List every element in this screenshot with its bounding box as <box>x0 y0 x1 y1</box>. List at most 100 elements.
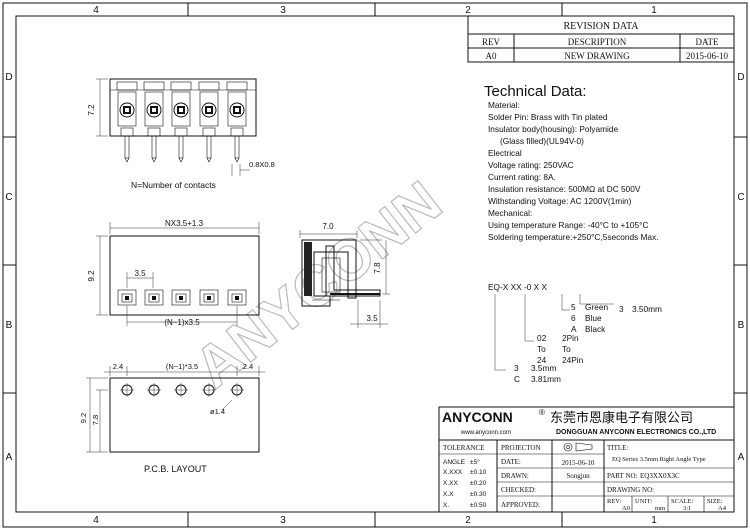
projection-symbol-icon <box>563 442 593 452</box>
scale-label: SCALE: <box>671 498 694 505</box>
rev-value: A0 <box>622 505 630 512</box>
pcb-height-2: 7.8 <box>91 415 100 425</box>
front-contact-cell <box>198 81 220 137</box>
grid-row-left-A: A <box>6 452 13 463</box>
grid-row-right-B: B <box>738 320 745 331</box>
revision-title: REVISION DATA <box>563 21 639 32</box>
top-view: NX3.5+1.3 9.2 3.5 (N−1)x3.5 <box>87 219 260 327</box>
side-pitch-dim: 3.5 <box>366 314 378 323</box>
tech-line-voltage: Voltage rating: 250VAC <box>488 160 574 170</box>
grid-col-bottom-1: 1 <box>651 515 657 526</box>
grid-col-bottom-4: 4 <box>93 515 99 526</box>
front-contact-cell <box>143 81 165 137</box>
approved-label: APPROVED: <box>501 501 540 509</box>
unit-value: mm <box>655 505 665 512</box>
revision-header-description: DESCRIPTION <box>568 37 627 47</box>
front-height-dim: 7.2 <box>87 104 96 116</box>
pin-label-24pin: 24Pin <box>562 355 584 365</box>
grid-col-top-2: 2 <box>465 5 471 16</box>
tol-xxx-val: ±0.20 <box>470 480 487 487</box>
part-code-tree: EQ-X XX -0 X X 5 Green 6 Blue A Black 3 … <box>488 282 662 384</box>
date-label: DATE: <box>501 458 521 466</box>
tol-xxx-key: X.XX <box>443 480 458 487</box>
drawn-label: DRAWN: <box>501 472 529 480</box>
front-contact-cell <box>116 81 138 137</box>
pcb-left-dim: 2.4 <box>113 362 123 371</box>
technical-data: Technical Data: Material: Solder Pin: Br… <box>484 83 659 242</box>
tech-line-insulation: Insulation resistance: 500MΩ at DC 500V <box>488 184 641 194</box>
title-block: ANYCONN ® 东莞市恩康电子有限公司 www.anyconn.com DO… <box>438 406 735 513</box>
revision-description-value: NEW DRAWING <box>564 51 630 61</box>
tol-angle-val: ±5° <box>470 458 480 466</box>
revision-header-rev: REV <box>482 37 501 47</box>
series-label-3-5: 3.5mm <box>531 363 556 373</box>
projection-label: PROJECTON <box>501 444 541 452</box>
pcb-layout: 2.4 (N−1)*3.5 2.4 ø1.4 9.2 7.8 P.C.B. LA… <box>79 362 265 474</box>
grid-labels: 4 3 2 1 4 3 2 1 D C B A D C B A <box>5 5 744 526</box>
pin-label-2pin: 2Pin <box>562 333 579 343</box>
tol-xx-key: X.X <box>443 491 454 498</box>
tech-line-withstanding: Withstanding Voltage: AC 1200V(1min) <box>488 196 632 206</box>
pcb-hole <box>147 383 161 397</box>
front-contact-cell <box>170 81 192 137</box>
solder-pin <box>206 135 212 163</box>
grid-col-top-1: 1 <box>651 5 657 16</box>
grid-row-left-C: C <box>5 192 12 203</box>
grid-row-right-D: D <box>737 72 744 83</box>
tol-x-val: ±0.50 <box>470 502 487 509</box>
size-label: SIZE: <box>707 498 723 505</box>
pin-code-to: To <box>537 344 546 354</box>
pcb-hole-dim: ø1.4 <box>210 407 225 416</box>
title-value: EQ Series 3.5mm Right Angle Type <box>612 456 706 463</box>
pin-label-to: To <box>562 344 571 354</box>
tech-line-material: Material: <box>488 100 520 110</box>
company-english-name: DONGGUAN ANYCONN ELECTRONICS CO.,LTD <box>556 429 716 436</box>
color-code-green: 5 <box>571 302 576 312</box>
scale-value: 3:1 <box>683 505 691 512</box>
color-label-black: Black <box>585 324 606 334</box>
tolerance-label: TOLERANCE <box>443 444 484 452</box>
color-code-blue: 6 <box>571 313 576 323</box>
front-contact-cell <box>226 81 248 137</box>
tol-xx-val: ±0.30 <box>470 491 487 498</box>
tech-line-insulator: Insulator body(housing): Polyamide <box>488 124 618 134</box>
part-no-value: EQ3XX0X3C <box>640 472 680 480</box>
revision-table: REVISION DATA REV DESCRIPTION DATE A0 NE… <box>467 15 735 63</box>
grid-ticks <box>3 3 747 527</box>
solder-pin <box>178 135 184 163</box>
drawing-no-label: DRAWING NO: <box>607 486 654 494</box>
date-value: 2015-06-10 <box>562 459 595 467</box>
top-height-dim: 9.2 <box>87 270 96 282</box>
front-view: 7.2 0.8X0.8 N=Number of contacts <box>87 78 275 190</box>
tech-line-glass-filled: (Glass filled)(UL94V-0) <box>500 136 584 146</box>
size-value: A4 <box>718 505 727 512</box>
grid-col-top-3: 3 <box>280 5 286 16</box>
tech-line-current: Current rating: 8A. <box>488 172 556 182</box>
rev-label: REV: <box>607 498 622 505</box>
pcb-layout-label: P.C.B. LAYOUT <box>144 464 207 474</box>
part-code: EQ-X XX -0 X X <box>488 282 547 292</box>
color-label-green: Green <box>585 302 608 312</box>
series-label-3-81: 3.81mm <box>531 374 561 384</box>
side-view: 7.0 7.8 3.5 <box>299 222 390 328</box>
grid-row-right-A: A <box>738 452 745 463</box>
pcb-right-dim: 2.4 <box>243 362 253 371</box>
pcb-hole <box>174 383 188 397</box>
grid-col-bottom-3: 3 <box>280 515 286 526</box>
website-url: www.anyconn.com <box>460 430 511 436</box>
grid-col-top-4: 4 <box>93 5 99 16</box>
top-contact-slot <box>144 289 164 306</box>
checked-label: CHECKED: <box>501 486 536 494</box>
tech-line-solder-pin: Solder Pin: Brass with Tin plated <box>488 112 608 122</box>
tol-angle-key: ANGLE <box>443 459 466 466</box>
revision-rev-value: A0 <box>486 51 497 61</box>
watermark-text: ANYCONN <box>182 169 453 401</box>
tol-x-key: X. <box>443 502 449 509</box>
solder-pin <box>151 135 157 163</box>
brand-chinese-name: 东莞市恩康电子有限公司 <box>550 410 693 425</box>
top-width-dim: NX3.5+1.3 <box>165 219 204 228</box>
pitch-code: 3 <box>619 304 624 314</box>
color-label-blue: Blue <box>585 313 602 323</box>
